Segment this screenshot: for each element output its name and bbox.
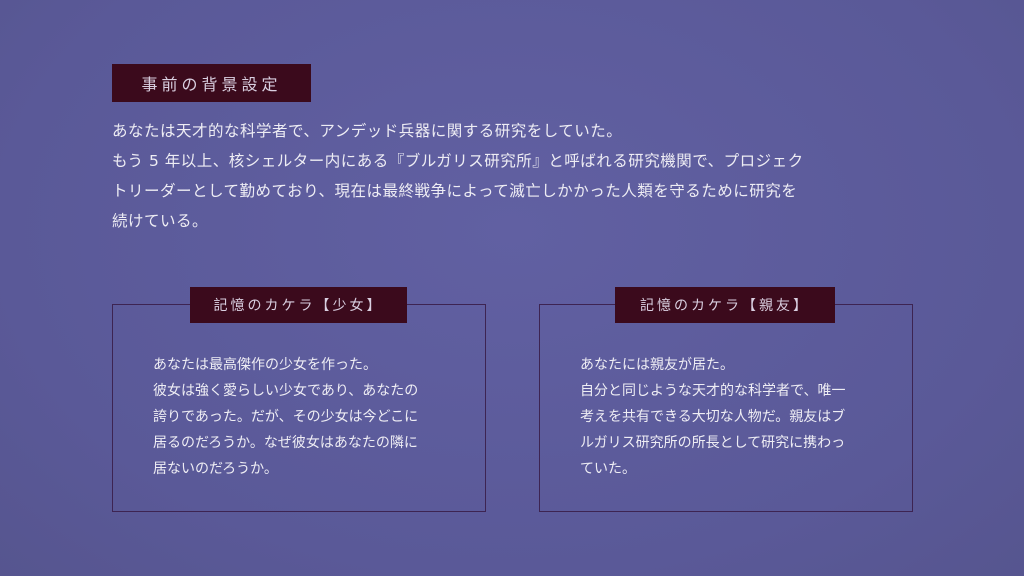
- memory-card-girl-body: あなたは最高傑作の少女を作った。 彼女は強く愛らしい少女であり、あなたの 誇りで…: [153, 352, 453, 482]
- card-line: 考えを共有できる大切な人物だ。親友はブ: [580, 409, 846, 425]
- intro-line: トリーダーとして勤めており、現在は最終戦争によって滅亡しかかった人類を守るために…: [112, 182, 798, 200]
- card-line: 誇りであった。だが、その少女は今どこに: [153, 409, 419, 425]
- card-line: あなたは最高傑作の少女を作った。: [153, 357, 377, 373]
- card-line: 自分と同じような天才的な科学者で、唯一: [580, 383, 846, 399]
- memory-card-girl-label: 記憶のカケラ【少女】: [190, 287, 407, 323]
- card-line: あなたには親友が居た。: [580, 357, 734, 373]
- intro-text: あなたは天才的な科学者で、アンデッド兵器に関する研究をしていた。 もう 5 年以…: [112, 116, 932, 236]
- intro-line: もう 5 年以上、核シェルター内にある『ブルガリス研究所』と呼ばれる研究機関で、…: [112, 152, 804, 170]
- card-line: 居るのだろうか。なぜ彼女はあなたの隣に: [153, 435, 418, 451]
- section-title: 事前の背景設定: [141, 75, 282, 94]
- card-label-text: 記憶のカケラ【少女】: [213, 298, 384, 314]
- card-label-text: 記憶のカケラ【親友】: [640, 298, 810, 314]
- intro-line: 続けている。: [112, 212, 209, 230]
- memory-card-friend-body: あなたには親友が居た。 自分と同じような天才的な科学者で、唯一 考えを共有できる…: [580, 352, 880, 482]
- card-line: 彼女は強く愛らしい少女であり、あなたの: [153, 383, 419, 399]
- section-title-box: 事前の背景設定: [112, 64, 311, 102]
- intro-line: あなたは天才的な科学者で、アンデッド兵器に関する研究をしていた。: [112, 122, 623, 140]
- card-line: ていた。: [580, 461, 636, 477]
- memory-card-friend-label: 記憶のカケラ【親友】: [615, 287, 835, 323]
- card-line: ルガリス研究所の所長として研究に携わっ: [580, 435, 846, 451]
- card-line: 居ないのだろうか。: [153, 461, 278, 477]
